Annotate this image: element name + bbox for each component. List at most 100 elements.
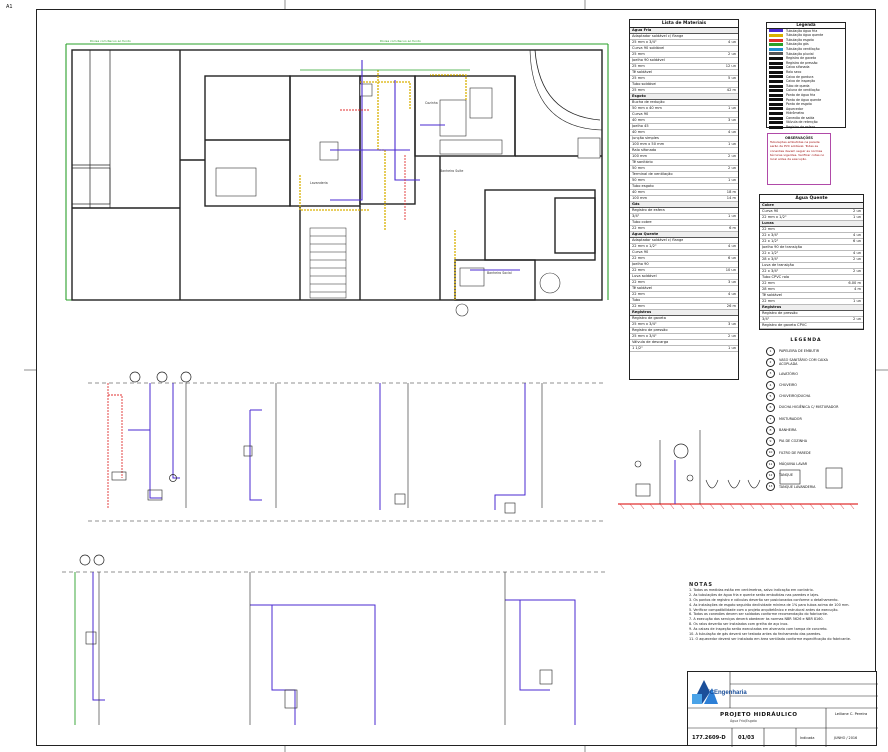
- item-quantity: 4 un: [853, 251, 861, 255]
- pipe-legend-item: Tubulação pluvial: [767, 52, 845, 57]
- legend-swatch: [769, 43, 783, 47]
- pipe-legend-item: Ponto de água quente: [767, 98, 845, 103]
- material-table-title: Lista de Materiais: [630, 20, 738, 28]
- logo-mark: [692, 680, 718, 704]
- legend-swatch: [769, 33, 783, 37]
- material-row: Bucha de redução: [630, 100, 738, 106]
- item-quantity: 2 un: [728, 166, 736, 170]
- item-description: Curva 90 soldável: [632, 46, 665, 50]
- legend-label: Tubulação gás: [786, 42, 809, 47]
- legend-label: Hidrômetro: [786, 111, 805, 116]
- pipe-legend-item: Tubulação gás: [767, 42, 845, 47]
- item-quantity: 2 un: [853, 257, 861, 261]
- hotwater-row: 3/4"2 un: [760, 317, 863, 323]
- title-block: TCEngenharia PROJETO HIDRÁULICO Água Fri…: [687, 671, 878, 747]
- item-quantity: 2 un: [728, 154, 736, 158]
- fixture-label: PAPELEIRA DE EMBUTIR: [779, 348, 820, 353]
- item-description: Tubo esgoto: [632, 184, 654, 188]
- material-row: Luva soldável: [630, 274, 738, 280]
- legend-label: Caixa de gordura: [786, 74, 814, 79]
- item-description: 40 mm: [632, 130, 645, 134]
- item-description: Registro de pressão: [762, 311, 798, 315]
- material-row: Tubo cobre: [630, 220, 738, 226]
- hotwater-section: Luvas: [760, 221, 863, 227]
- note-line: 4. As instalações de esgoto seguirão dec…: [689, 602, 850, 607]
- fixture-number: 11: [766, 459, 775, 469]
- legend-swatch: [769, 98, 783, 102]
- item-quantity: 3 un: [728, 280, 736, 284]
- item-quantity: 4 un: [728, 130, 736, 134]
- room-label-laundry: Lavanderia: [310, 181, 328, 185]
- item-description: Adaptador soldável c/ flange: [632, 238, 684, 242]
- item-description: 25 mm: [632, 64, 645, 68]
- material-row: Tubo soldável: [630, 82, 738, 88]
- item-description: 22 mm: [632, 268, 645, 272]
- note-line: 6. Todas as conexões devem ser soldadas …: [689, 612, 829, 617]
- riser-diagrams-row1: [88, 371, 605, 522]
- item-description: Tubo soldável: [632, 82, 657, 86]
- hotwater-row: Registro de pressão: [760, 311, 863, 317]
- item-description: 25 mm: [632, 76, 645, 80]
- item-description: Curva 90: [762, 209, 779, 213]
- legend-swatch: [769, 61, 783, 65]
- item-description: 22 x 3/4": [762, 269, 779, 273]
- pipe-legend-item: Tubulação ventilação: [767, 47, 845, 52]
- item-description: 22 mm: [632, 292, 645, 296]
- material-row: 40 mm 4 un: [630, 130, 738, 136]
- material-section: Agua Fria: [630, 28, 738, 34]
- fixture-label: CHUVEIRO/DUCHA: [779, 394, 811, 399]
- legend-label: Tubulação ventilação: [786, 46, 820, 51]
- material-row: Registro de pressão: [630, 328, 738, 334]
- item-description: 22 x 3/4": [762, 233, 779, 237]
- fixture-label: CHUVEIRO: [779, 382, 797, 387]
- notes-title: NOTAS: [689, 582, 713, 588]
- legend-note-text: Tubulações embutidas na parede serão de …: [770, 140, 825, 162]
- material-row: Válvula de descarga: [630, 340, 738, 346]
- item-description: 28 x 3/4": [762, 257, 779, 261]
- pipe-legend-item: Caixa sifonada: [767, 65, 845, 70]
- hotwater-row: Tê soldável: [760, 293, 863, 299]
- item-description: Bucha de redução: [632, 100, 665, 104]
- material-row: 25 mm x 3/4"2 un: [630, 334, 738, 340]
- sheet-number: 01/03: [738, 735, 755, 741]
- hotwater-row: 22 x 1/2"6 un: [760, 239, 863, 245]
- item-description: 25 mm: [632, 52, 645, 56]
- hotwater-row: 22 x 3/4"4 un: [760, 233, 863, 239]
- item-quantity: 4 un: [728, 292, 736, 296]
- room-label-kitchen: Cozinha: [425, 101, 438, 105]
- item-description: Joelho 45: [632, 124, 649, 128]
- item-description: 22 mm x 1/2": [632, 244, 657, 248]
- item-description: 3/4": [632, 214, 640, 218]
- legend-label: Ponto de água fria: [786, 92, 816, 97]
- item-description: 22 x 1/2": [762, 239, 779, 243]
- pipe-legend-item: Ralo seco: [767, 70, 845, 75]
- drawing-date: JUNHO / 2016: [834, 736, 858, 740]
- item-description: 22 mm: [632, 256, 645, 260]
- riser-diagram-5: [74, 554, 105, 725]
- ground-hatch: [619, 503, 855, 510]
- legend-swatch: [769, 56, 783, 60]
- legend-label: Válvula de retenção: [786, 120, 818, 125]
- riser-diagrams-row2: [62, 554, 605, 725]
- legend-label: Tubulação esgoto: [786, 37, 814, 42]
- item-quantity: 2 un: [728, 52, 736, 56]
- legend-label: Registro de esfera: [786, 125, 816, 130]
- legend-swatch: [769, 84, 783, 88]
- hot-water-table-title: Agua Quente: [760, 195, 863, 203]
- legend-swatch: [769, 89, 783, 93]
- riser-diagram-7: [504, 572, 576, 725]
- item-description: 25 mm: [632, 88, 645, 92]
- legend-label: Caixa de inspeção: [786, 79, 816, 84]
- item-quantity: 4 un: [728, 40, 736, 44]
